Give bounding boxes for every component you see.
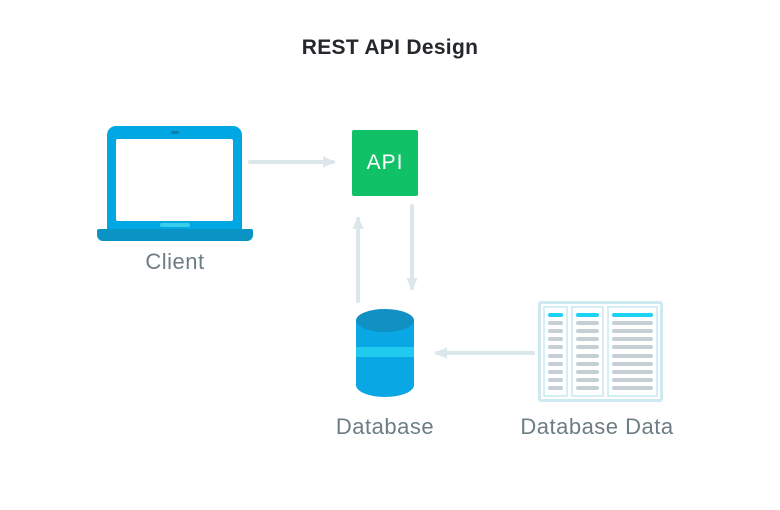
table-row-bar [548, 321, 563, 326]
client-label: Client [145, 249, 205, 274]
database-label: Database [335, 414, 435, 439]
table-column [607, 306, 658, 397]
table-row-bar [576, 369, 599, 374]
table-column [543, 306, 568, 397]
table-row-bar [576, 345, 599, 350]
table-row-bar [576, 361, 599, 366]
table-row-bar [612, 353, 653, 358]
cylinder-top [356, 309, 414, 332]
database-data-label: Database Data [520, 414, 674, 439]
table-row-bar [576, 329, 599, 334]
table-header-bar [548, 313, 563, 317]
table-header-bar [612, 313, 653, 317]
table-row-bar [612, 329, 653, 334]
table-row-bar [612, 321, 653, 326]
table-row-bar [548, 377, 563, 382]
laptop-screen [107, 126, 242, 229]
table-row-bar [612, 337, 653, 342]
table-row-bar [548, 369, 563, 374]
table-row-bar [548, 361, 563, 366]
table-row-bar [548, 385, 563, 390]
laptop-display [116, 139, 233, 221]
cylinder-body [356, 320, 414, 397]
table-row-bar [576, 353, 599, 358]
laptop-camera-dot [170, 131, 179, 134]
table-row-bar [576, 377, 599, 382]
api-node: API [352, 130, 418, 196]
table-row-bar [612, 377, 653, 382]
table-header-bar [576, 313, 599, 317]
table-row-bar [548, 345, 563, 350]
laptop-notch [159, 223, 190, 227]
database-cylinder-icon [356, 309, 414, 398]
table-row-bar [576, 337, 599, 342]
table-row-bar [548, 329, 563, 334]
table-row-bar [612, 385, 653, 390]
laptop-icon [97, 126, 253, 241]
table-row-bar [612, 361, 653, 366]
laptop-base [97, 229, 253, 241]
table-row-bar [612, 369, 653, 374]
data-table-icon [538, 301, 663, 402]
table-column [571, 306, 604, 397]
table-row-bar [548, 337, 563, 342]
page-title: REST API Design [301, 36, 479, 59]
table-row-bar [576, 385, 599, 390]
table-row-bar [548, 353, 563, 358]
cylinder-stripe [356, 347, 414, 357]
api-label: API [366, 151, 404, 174]
table-row-bar [576, 321, 599, 326]
table-row-bar [612, 345, 653, 350]
